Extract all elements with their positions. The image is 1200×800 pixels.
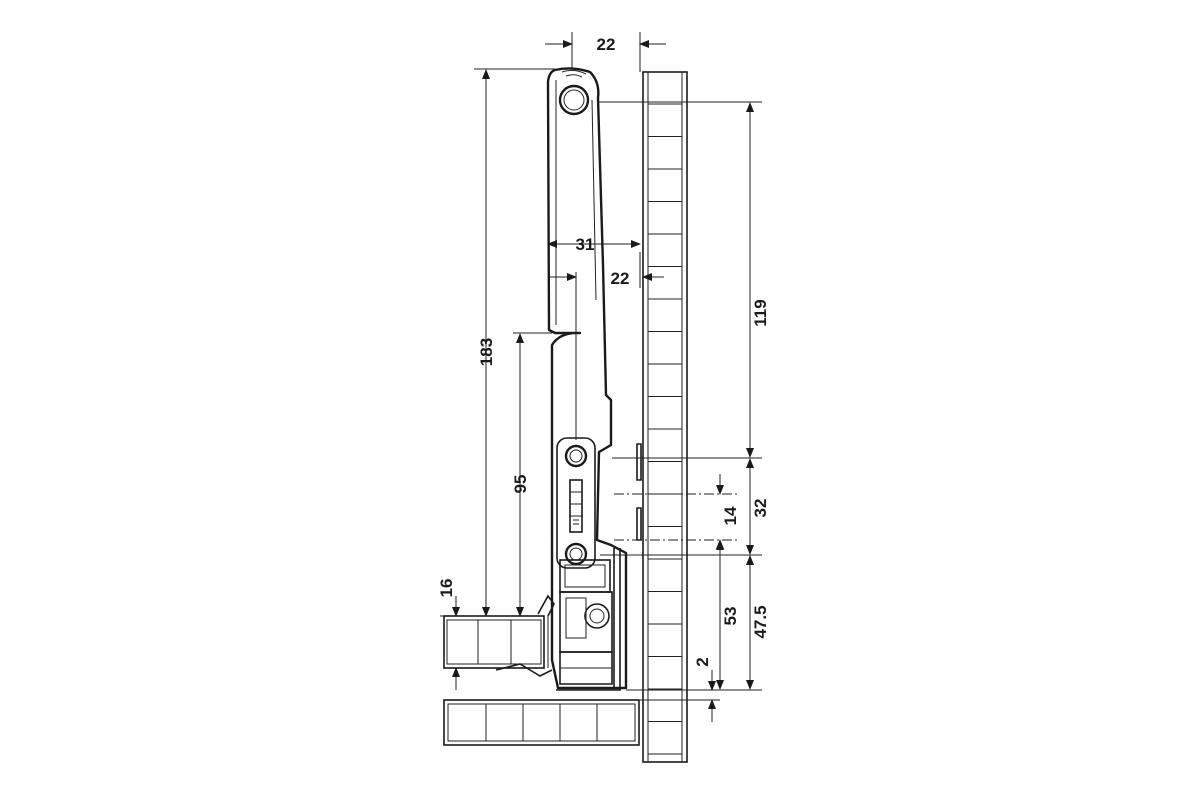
clip-mechanism — [556, 548, 621, 691]
dim-label-mount-height: 95 — [511, 475, 530, 494]
dim-label-side-offset: 22 — [611, 269, 630, 288]
dim-label-bottom-gap: 2 — [693, 657, 712, 666]
dim-label-upper-height: 119 — [751, 299, 770, 326]
drawer-hook — [495, 594, 555, 677]
runner-profile — [546, 67, 628, 690]
dim-label-inner-width: 31 — [576, 235, 595, 254]
dimension-lines — [452, 40, 754, 722]
dim-label-slot-offset: 14 — [721, 506, 740, 525]
drawer-bottom-panel — [443, 615, 545, 669]
cabinet-side-panel — [642, 71, 688, 763]
pivot-hole — [558, 84, 590, 116]
dim-label-lower-height-b: 47.5 — [751, 605, 770, 638]
dim-label-top-width: 22 — [597, 35, 616, 54]
dim-label-hole-spacing: 32 — [751, 499, 770, 518]
dim-label-panel-thickness: 16 — [437, 579, 456, 598]
mounting-bracket — [556, 437, 596, 569]
dimension-labels: 22 31 22 183 95 16 119 32 14 53 47.5 2 — [437, 35, 770, 667]
dim-label-lower-height-a: 53 — [721, 607, 740, 626]
cabinet-bottom-panel — [443, 699, 640, 746]
dim-label-total-height: 183 — [477, 338, 496, 366]
